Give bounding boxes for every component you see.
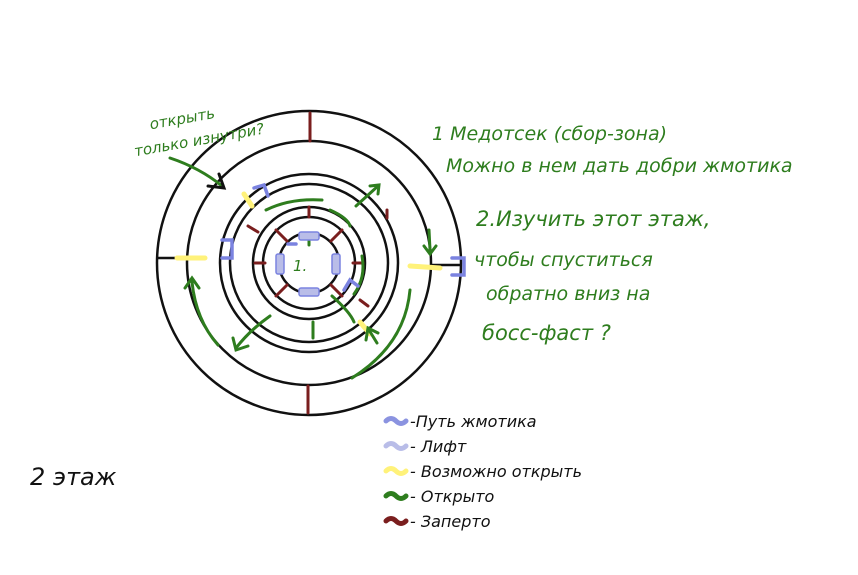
elevator-right xyxy=(331,253,341,275)
note-1: 1 Медотсек (сбор-зона) Можно в нем дать … xyxy=(432,123,793,177)
locked-doors xyxy=(246,111,389,415)
locked-door-ring-lower-right xyxy=(358,298,370,308)
path-markers xyxy=(220,182,466,292)
elevator-left xyxy=(275,253,285,275)
path-marker-upper-left xyxy=(252,182,270,198)
openable-door-right xyxy=(407,263,443,271)
green-arrow-note-left xyxy=(168,156,224,188)
green-arrow-outer-left xyxy=(190,280,220,347)
green-arrow-inner-right xyxy=(352,254,365,296)
note-2-line3: обратно вниз на xyxy=(486,283,650,305)
note-2-line4: босс-фаст ? xyxy=(482,321,611,345)
legend-swatch-0 xyxy=(383,416,409,426)
green-arrow-note-left-head xyxy=(206,172,227,190)
middle-ring-inner xyxy=(228,182,390,344)
legend-swatch-3 xyxy=(383,491,409,501)
legend-label-3: - Открыто xyxy=(410,487,495,506)
green-arrow-lower-right-up xyxy=(367,328,379,345)
legend-label-1: - Лифт xyxy=(410,437,467,456)
legend-swatch-4 xyxy=(383,516,409,526)
legend-swatch-2 xyxy=(383,466,409,476)
green-arrow-outer-left-head xyxy=(183,275,201,290)
green-arrow-right-ring xyxy=(328,208,352,228)
green-arrow-top-right xyxy=(354,184,380,208)
locked-door-core-diag-2 xyxy=(329,228,344,243)
legend-label-0: -Путь жмотика xyxy=(410,412,537,431)
note-2-line2: чтобы спуститься xyxy=(474,249,653,271)
locked-door-ring-upper-left xyxy=(246,224,260,234)
green-arrow-lower-right-up-head xyxy=(364,325,380,342)
legend-label-4: - Заперто xyxy=(410,512,491,531)
note-2-line1: 2.Изучить этот этаж, xyxy=(476,207,710,231)
green-arrow-upper-ring xyxy=(264,198,324,212)
open-doors xyxy=(168,156,438,380)
note-2: 2.Изучить этот этаж, чтобы спуститься об… xyxy=(474,207,710,345)
outer-ring-inner xyxy=(185,139,433,387)
top-left-note: открыть только изнутри? xyxy=(133,104,266,160)
green-arrow-lower-left-head xyxy=(231,336,250,352)
legend-label-2: - Возможно открыть xyxy=(410,462,582,481)
green-arrow-outer-right xyxy=(350,288,412,380)
note-1-line1: 1 Медотсек (сбор-зона) xyxy=(432,123,667,145)
openable-door-upper-left xyxy=(241,191,255,209)
green-arrow-top-right-head xyxy=(368,183,381,196)
locked-door-core-diag-4 xyxy=(329,283,344,298)
legend: -Путь жмотика - Лифт - Возможно открыть - О… xyxy=(383,412,582,531)
rings xyxy=(155,109,463,417)
green-arrow-lower-left xyxy=(234,314,272,350)
middle-ring-outer xyxy=(218,172,400,354)
path-marker-left xyxy=(220,238,234,260)
green-arrow-small-right-down-head xyxy=(422,244,438,257)
locked-door-core-diag-1 xyxy=(274,228,289,243)
elevators xyxy=(275,231,341,297)
elevator-bottom xyxy=(298,287,320,297)
outer-ring-outer xyxy=(155,109,463,417)
room-number-label: 1. xyxy=(293,257,307,275)
legend-swatch-1 xyxy=(383,441,409,451)
note-1-line2: Можно в нем дать добри жмотика xyxy=(446,155,793,177)
green-arrow-small-right-down xyxy=(427,228,432,252)
path-marker-inner-right xyxy=(342,277,360,292)
elevator-top xyxy=(298,231,320,241)
path-marker-right xyxy=(450,256,466,277)
green-arrow-lower-middle xyxy=(330,294,356,324)
locked-door-core-diag-3 xyxy=(274,283,289,298)
floor-label: 2 этаж xyxy=(30,463,117,491)
